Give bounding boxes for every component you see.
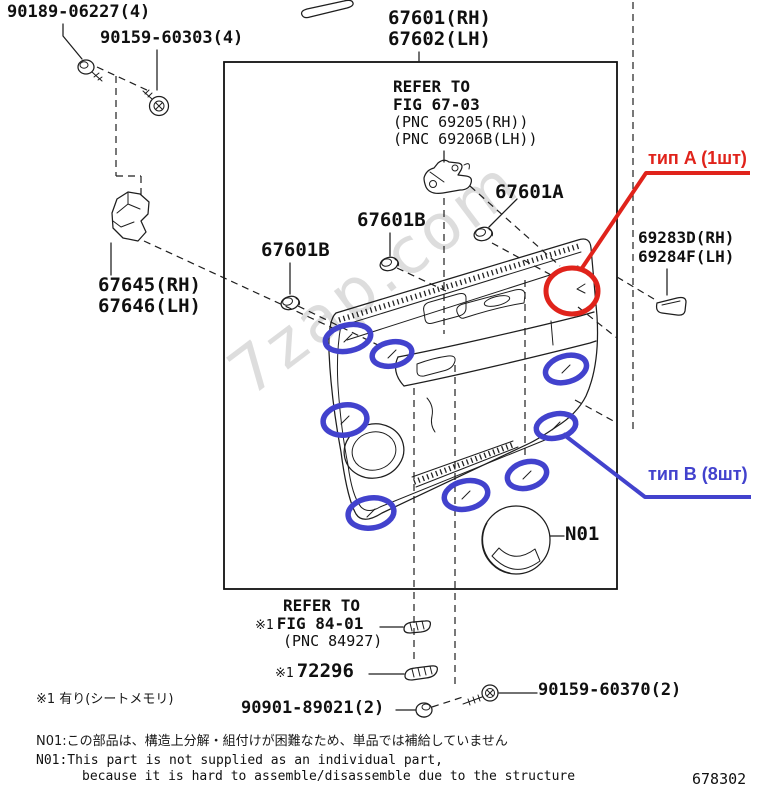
part-label-67645-67646: 67645(RH) 67646(LH) — [98, 275, 201, 317]
figure-code: 678302 — [692, 770, 747, 788]
refer67-line3: (PNC 69205(RH)) — [393, 112, 529, 131]
type-b-circle — [322, 321, 374, 355]
part-label-90901-89021: 90901-89021(2) — [241, 698, 385, 718]
refer67-line1: REFER TO — [393, 77, 471, 96]
type-b-circle — [369, 338, 415, 370]
part-label-67601b-right: 67601B — [357, 209, 426, 231]
part-label-90159-60370: 90159-60370(2) — [538, 680, 682, 700]
type-b-circle — [504, 458, 550, 492]
type-b-leader — [561, 432, 751, 499]
part-label-67646: 67646(LH) — [98, 295, 201, 317]
part-label-69283d-69284f: 69283D(RH) 69284F(LH) — [638, 228, 734, 266]
type-a-annotation: тип A (1шт) — [648, 148, 747, 168]
part-label-67601-rh: 67601(RH) — [388, 7, 491, 29]
part-label-67601b-left: 67601B — [261, 239, 330, 261]
watermark-text: 7zap.com — [215, 145, 534, 411]
refer84-prefix: ※1 — [255, 617, 274, 633]
part-label-67601a: 67601A — [495, 181, 564, 203]
bracket-67645-part — [111, 191, 150, 242]
seat-memory-note: ※1 有り(シートメモリ) — [36, 692, 174, 707]
type-b-circle — [320, 402, 370, 438]
n01-note-english-line1: N01:This part is not supplied as an indi… — [36, 753, 443, 768]
type-b-circle — [542, 352, 590, 386]
screw-90159-60303-icon — [142, 89, 170, 117]
refer-fig-67-03-note: REFER TO FIG 67-03 (PNC 69205(RH)) (PNC … — [393, 78, 538, 147]
screw-90189-icon — [77, 59, 103, 82]
part-label-90159-60303: 90159-60303(4) — [100, 28, 244, 48]
clip-90901-part — [415, 702, 433, 718]
refer67-line2: FIG 67-03 — [393, 94, 480, 114]
refer67-line4: (PNC 69206B(LH)) — [393, 129, 538, 148]
refer84-line1: REFER TO — [283, 596, 361, 615]
bracket-69283d-part — [655, 296, 687, 316]
refer84-fig: FIG 84-01 — [276, 613, 364, 633]
part-label-n01: N01 — [565, 523, 600, 545]
clip-fig84-part — [403, 620, 432, 634]
door-handle-67601a-part — [423, 159, 473, 194]
type-b-circle — [441, 477, 491, 513]
part-label-69284f: 69284F(LH) — [638, 247, 735, 266]
part-label-67645: 67645(RH) — [98, 274, 201, 296]
part-label-67602-lh: 67602(LH) — [388, 28, 491, 50]
n01-note-english-line2: because it is hard to assemble/disassemb… — [82, 769, 576, 784]
part-72296-number: 72296 — [296, 660, 354, 682]
part-label-67601-67602: 67601(RH) 67602(LH) — [388, 8, 491, 50]
clip-72296-part — [404, 665, 438, 681]
part-label-90189-06227: 90189-06227(4) — [7, 2, 151, 22]
leader-lines — [62, 23, 668, 711]
diagram-frame — [223, 61, 618, 590]
type-b-circle — [345, 495, 397, 531]
n01-note-japanese: N01:この部品は、構造上分解・組付けが困難なため、単品では補給していません — [36, 734, 508, 749]
weatherstrip-part — [300, 0, 354, 19]
refer84-line3: (PNC 84927) — [283, 632, 383, 651]
type-b-annotation: тип B (8шт) — [648, 464, 748, 484]
type-a-circle — [543, 265, 601, 317]
part-72296-prefix: ※1 — [275, 666, 294, 681]
speaker-cover-n01-part — [481, 505, 551, 575]
screw-90159-60370-icon — [462, 684, 499, 706]
type-b-circle — [533, 410, 579, 442]
clip-position-marks — [340, 333, 571, 518]
projection-dashed-lines — [96, 2, 655, 708]
part-label-69283d: 69283D(RH) — [638, 228, 735, 247]
type-a-leader — [578, 171, 750, 273]
type-b-circles — [320, 321, 590, 531]
